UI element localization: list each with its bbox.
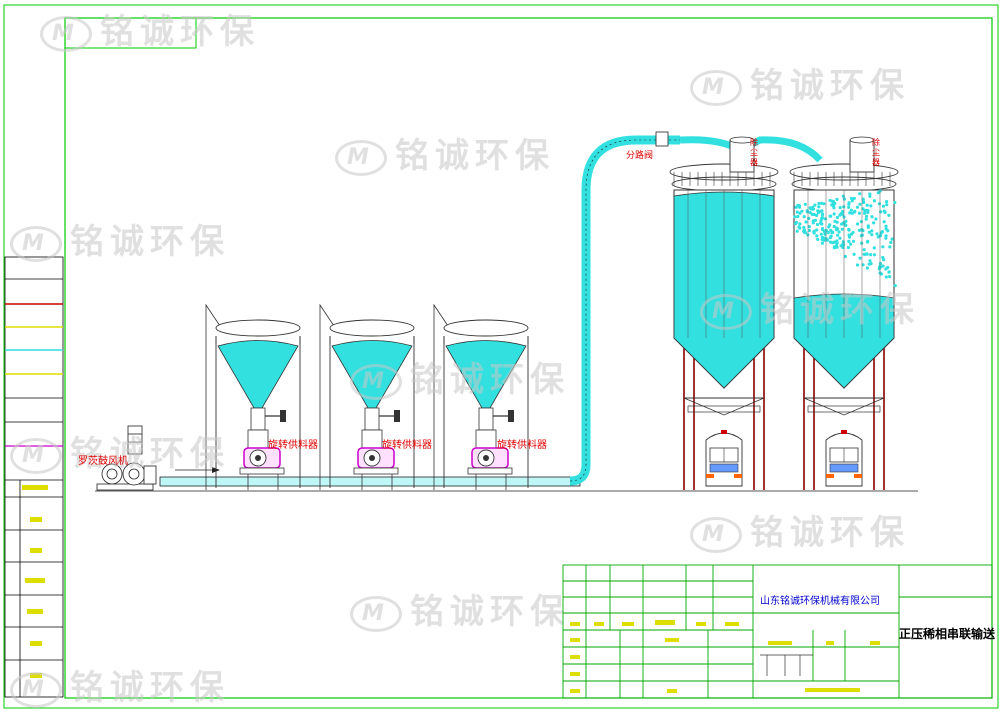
- company-name: 山东铭诚环保机械有限公司: [760, 592, 880, 607]
- drawing-title: 正压稀相串联输送: [899, 625, 995, 642]
